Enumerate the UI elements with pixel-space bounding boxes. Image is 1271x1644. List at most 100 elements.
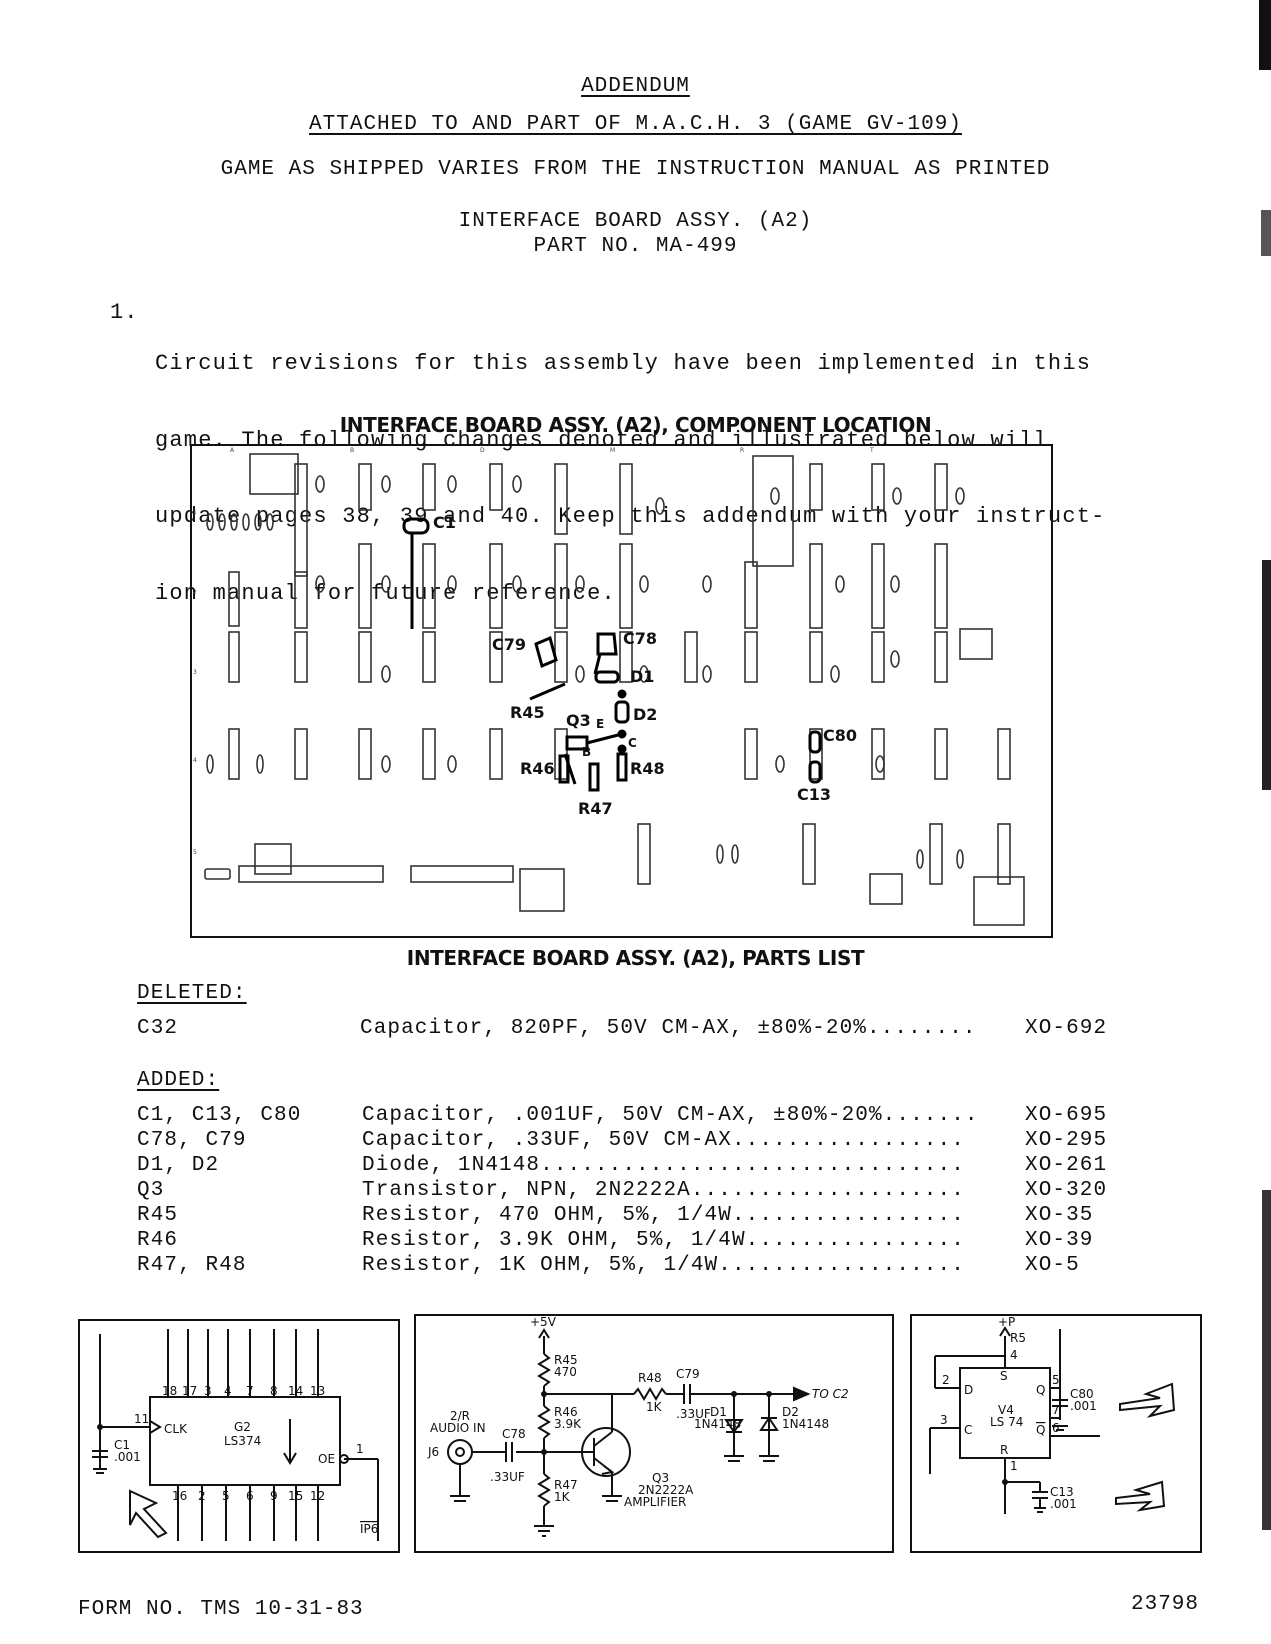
deleted-heading: DELETED: — [137, 982, 247, 1005]
v4-chip: V4 — [998, 1403, 1014, 1417]
audio-d2: D2 — [782, 1405, 799, 1419]
part-ref: R47, R48 — [137, 1254, 247, 1277]
g2-cap-value: .001 — [114, 1450, 141, 1464]
g2-top-pin: 4 — [224, 1384, 232, 1398]
g2-bottom-pin: 16 — [172, 1489, 187, 1503]
part-number: XO-320 — [1025, 1179, 1108, 1202]
binding-mark-low — [1262, 560, 1271, 790]
part-number: XO-39 — [1025, 1229, 1094, 1252]
board-label-c78: C78 — [623, 629, 657, 648]
board-label-r47: R47 — [578, 799, 613, 818]
schematic-g2: 18 17 3 4 7 8 14 13 16 2 5 6 9 15 12 11 … — [92, 1329, 379, 1541]
board-label-q3: Q3 — [566, 711, 591, 730]
v4-pin4: 4 — [1010, 1348, 1018, 1362]
g2-chip-label: G2 — [234, 1420, 251, 1434]
audio-to-c2: TO C2 — [812, 1387, 849, 1401]
svg-text:B: B — [350, 447, 354, 454]
board-label-r45: R45 — [510, 703, 545, 722]
audio-r48-value: 1K — [646, 1400, 663, 1414]
board-label-c80: C80 — [823, 726, 857, 745]
audio-c78: C78 — [502, 1427, 526, 1441]
v4-c13: C13 — [1050, 1485, 1074, 1499]
v4-pin7: 7 — [1052, 1403, 1060, 1417]
part-ref: C32 — [137, 1017, 179, 1040]
part-number: XO-261 — [1025, 1154, 1108, 1177]
board-label-e: E — [596, 717, 604, 731]
v4-s: S — [1000, 1369, 1008, 1383]
svg-text:5: 5 — [193, 849, 197, 856]
g2-top-pin: 7 — [246, 1384, 254, 1398]
part-desc: Resistor, 1K OHM, 5%, 1/4W..............… — [362, 1254, 965, 1277]
v4-qbar: Q — [1036, 1423, 1045, 1437]
svg-text:M: M — [610, 447, 615, 454]
svg-text:R: R — [740, 447, 744, 454]
part-ref: C1, C13, C80 — [137, 1104, 302, 1127]
schematic-v4: +P R5 4 S 2 D 5 Q V4 LS 74 7 3 C 6 Q R 1… — [929, 1315, 1176, 1514]
g2-top-pin: 3 — [204, 1384, 212, 1398]
audio-supply: +5V — [530, 1315, 557, 1329]
binding-mark-bottom — [1262, 1190, 1271, 1530]
v4-c80-value: .001 — [1070, 1399, 1097, 1413]
v4-supply: +P — [998, 1315, 1015, 1329]
v4-r: R — [1000, 1443, 1008, 1457]
form-number: FORM NO. TMS 10-31-83 — [78, 1598, 364, 1621]
document-number: 23798 — [1131, 1593, 1200, 1616]
g2-pin-1: 1 — [356, 1442, 364, 1456]
paragraph-line: ion manual for future reference. — [155, 580, 616, 606]
g2-bottom-pin: 9 — [270, 1489, 278, 1503]
part-number: XO-695 — [1025, 1104, 1108, 1127]
part-ref: Q3 — [137, 1179, 165, 1202]
part-desc: Capacitor, 820PF, 50V CM-AX, ±80%-20%...… — [360, 1017, 977, 1040]
g2-top-pin: 18 — [162, 1384, 177, 1398]
board-label-b: B — [582, 745, 591, 759]
g2-pin-11: 11 — [134, 1412, 149, 1426]
part-number: XO-5 — [1025, 1254, 1080, 1277]
v4-q: Q — [1036, 1383, 1045, 1397]
v4-type: LS 74 — [990, 1415, 1023, 1429]
v4-c: C — [964, 1423, 972, 1437]
audio-r46-value: 3.9K — [554, 1417, 582, 1431]
board-label-c79: C79 — [492, 635, 526, 654]
schematic-audio-frame — [414, 1314, 894, 1553]
audio-q3-value: 2N2222A — [638, 1483, 694, 1497]
audio-c78-value: .33UF — [490, 1470, 525, 1484]
board-label-c1: C1 — [433, 513, 456, 532]
part-desc: Diode, 1N4148...........................… — [362, 1154, 965, 1177]
part-desc: Resistor, 3.9K OHM, 5%, 1/4W............… — [362, 1229, 965, 1252]
svg-text:D: D — [480, 447, 485, 454]
g2-oe-label: OE — [318, 1452, 335, 1466]
board-label-c: C — [628, 736, 637, 750]
assembly-title: INTERFACE BOARD ASSY. (A2) — [458, 210, 813, 233]
board-label-r48: R48 — [630, 759, 665, 778]
g2-bottom-pin: 12 — [310, 1489, 325, 1503]
paragraph-number: 1. — [110, 300, 139, 325]
schematic-g2-frame — [78, 1319, 400, 1553]
part-ref: R46 — [137, 1229, 179, 1252]
svg-text:4: 4 — [193, 757, 197, 764]
g2-type-label: LS374 — [224, 1434, 261, 1448]
audio-r48: R48 — [638, 1371, 662, 1385]
part-desc: Transistor, NPN, 2N2222A................… — [362, 1179, 965, 1202]
audio-input-a: 2/R — [450, 1409, 470, 1423]
paragraph-body: Circuit revisions for this assembly have… — [155, 300, 1106, 632]
audio-c79: C79 — [676, 1367, 700, 1381]
part-ref: D1, D2 — [137, 1154, 220, 1177]
svg-text:3: 3 — [193, 669, 197, 676]
v4-r5: R5 — [1010, 1331, 1026, 1345]
board-label-r46: R46 — [520, 759, 555, 778]
g2-cap-label: C1 — [114, 1438, 130, 1452]
audio-jack: J6 — [427, 1445, 439, 1459]
part-desc: Resistor, 470 OHM, 5%, 1/4W.............… — [362, 1204, 965, 1227]
audio-r45: R45 — [554, 1353, 578, 1367]
board-label-c13: C13 — [797, 785, 831, 804]
attached-line: ATTACHED TO AND PART OF M.A.C.H. 3 (GAME… — [309, 113, 962, 136]
g2-ip6-label: IP6 — [360, 1522, 378, 1536]
part-number: XO-35 — [1025, 1204, 1094, 1227]
schematic-audio: +5V R45 470 R46 3.9K R47 1K R48 1K C79 .… — [427, 1315, 849, 1537]
audio-c79-value: .33UF — [676, 1407, 711, 1421]
g2-top-pin: 8 — [270, 1384, 278, 1398]
part-number: XO-295 — [1025, 1129, 1108, 1152]
board-label-d2: D2 — [633, 705, 657, 724]
part-ref: R45 — [137, 1204, 179, 1227]
